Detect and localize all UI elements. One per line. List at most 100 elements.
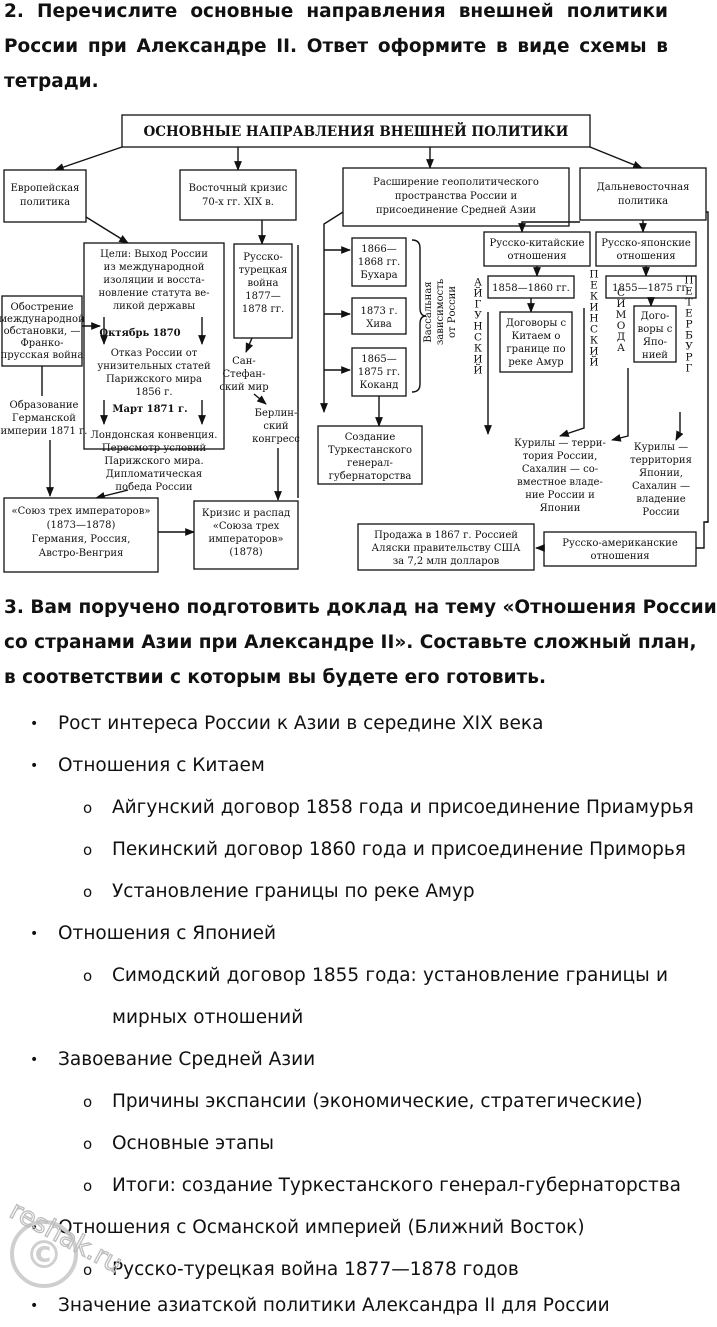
foreign-policy-diagram: ОСНОВНЫЕ НАПРАВЛЕНИЯ ВНЕШНЕЙ ПОЛИТИКИ Ев… <box>0 114 709 573</box>
berlin-line: конгресс <box>252 434 300 445</box>
crisis-line: императоров» <box>208 534 283 545</box>
union-line: Германия, Россия, <box>32 534 131 545</box>
task-3-line: со странами Азии при Александре II». Сос… <box>4 632 697 653</box>
turkestan-line: генерал- <box>347 458 393 469</box>
bullet-icon: • <box>30 716 39 732</box>
china-treaty-line: реке Амур <box>508 357 563 368</box>
vassal-line: зависимость <box>435 278 446 345</box>
sanstefano-line: ский мир <box>219 382 268 393</box>
london-line: Пересмотр условий <box>102 443 207 454</box>
alaska-line: Аляски правительству США <box>372 543 521 554</box>
china-treaty-line: границе по <box>506 344 565 355</box>
obostrenie-line: международной <box>0 314 85 325</box>
kuril1-line: тория России, <box>523 451 598 462</box>
europe-goal-line: изоляции и восста- <box>103 275 204 286</box>
october-1870-label: Октябрь 1870 <box>99 328 180 339</box>
berlin-line: ский <box>263 421 289 432</box>
bullet-icon: • <box>30 926 39 942</box>
obostrenie-line: Франко- <box>21 338 64 349</box>
bukhara-line: Бухара <box>360 270 397 281</box>
china-treaty-line: Китаем о <box>512 331 561 342</box>
bullet-icon: • <box>30 1052 39 1068</box>
circle-bullet-icon: o <box>83 967 93 985</box>
crisis-line: (1878) <box>229 547 262 558</box>
peking-vertical: ПЕКИНСКИЙ <box>588 269 600 368</box>
war-box <box>233 243 293 339</box>
union-line: (1873—1878) <box>47 520 116 531</box>
usa-line: отношения <box>590 551 649 562</box>
berlin-line: Берлин- <box>255 408 298 419</box>
japan-line: отношения <box>616 251 675 262</box>
london-line: Лондонская конвенция. <box>91 430 218 441</box>
task-2-line: тетради. <box>4 71 99 92</box>
obostrenie-line: прусская война <box>1 350 84 361</box>
plan-item: •Завоевание Средней Азии <box>30 1039 315 1081</box>
crisis-line: «Союза трех <box>213 521 280 532</box>
union-line: «Союз трех императоров» <box>12 506 151 517</box>
war-line: турецкая <box>239 265 288 276</box>
china-line: отношения <box>507 251 566 262</box>
otkaz-line: 1856 г. <box>135 387 172 398</box>
crisis-box <box>193 500 299 570</box>
fareast-title: политика <box>618 196 668 207</box>
war-line: 1878 гг. <box>242 304 284 315</box>
kuril2-line: территория <box>630 455 692 466</box>
kokand-line: 1875 гг. <box>358 367 400 378</box>
japan-treaty-box <box>633 305 677 363</box>
shimoda-vertical: СИМОДА <box>615 287 627 353</box>
east-title: 70-х гг. XIX в. <box>202 197 274 208</box>
plan-item: •Отношения с Китаем <box>30 745 265 787</box>
kuril1-line: вместное владе- <box>517 477 603 488</box>
europe-goal-line: новление статута ве- <box>98 288 209 299</box>
circle-bullet-icon: o <box>83 1135 93 1153</box>
kuril2-line: Японии, <box>639 468 683 479</box>
asia-title-box <box>342 167 570 227</box>
union-box <box>3 497 159 573</box>
bukhara-line: 1866— <box>361 244 396 255</box>
plan-item: •Значение азиатской политики Александра … <box>30 1285 610 1327</box>
east-title: Восточный кризис <box>189 183 288 194</box>
plan-item: •Отношения с Японией <box>30 913 276 955</box>
otkaz-line: Парижского мира <box>106 374 202 385</box>
turkestan-box <box>317 425 423 485</box>
kokand-line: 1865— <box>361 354 396 365</box>
japan-treaty-line: нией <box>642 350 668 361</box>
germany-line: Образование <box>10 400 79 411</box>
japan-box <box>595 231 697 267</box>
japan-years: 1855—1875 гг. <box>612 283 690 294</box>
usa-line: Русско-американские <box>562 538 678 549</box>
diagram-header-box <box>121 114 591 148</box>
china-treaty-box <box>499 311 573 373</box>
japan-treaty-line: Дого- <box>641 311 670 322</box>
bukhara-box <box>351 237 407 287</box>
alaska-line: Продажа в 1867 г. Россией <box>374 530 518 541</box>
march-1871-label: Март 1871 г. <box>112 404 187 415</box>
obostrenie-line: обстановки, — <box>4 326 81 337</box>
asia-title: пространства России и <box>395 191 518 202</box>
europe-goal-line: Цели: Выход России <box>100 249 208 260</box>
circle-bullet-icon: o <box>83 799 93 817</box>
union-line: Австро-Венгрия <box>39 548 124 559</box>
kuril2-line: Курилы — <box>634 442 688 453</box>
bullet-icon: • <box>30 1298 39 1314</box>
germany-line: Германской <box>12 413 76 424</box>
japan-treaty-line: воры с <box>638 324 673 335</box>
alaska-line: за 7,2 млн долларов <box>393 556 500 567</box>
sanstefano-line: Стефан- <box>223 369 266 380</box>
europe-goals-box <box>83 242 225 450</box>
task-2-line: России при Александре II. Ответ оформите… <box>4 36 668 57</box>
war-line: Русско- <box>243 252 282 263</box>
europe-goal-line: ликой державы <box>113 301 195 312</box>
plan-item: •Отношения с Османской империей (Ближний… <box>30 1207 585 1249</box>
alaska-box <box>357 523 535 571</box>
kuril1-line: Сахалин — со- <box>522 464 598 475</box>
peterburg-vertical: ПЕТЕРБУРГ <box>683 275 695 374</box>
khiva-box <box>351 297 407 335</box>
kuril2-line: России <box>642 507 680 518</box>
fareast-title: Дальневосточная <box>597 182 690 193</box>
